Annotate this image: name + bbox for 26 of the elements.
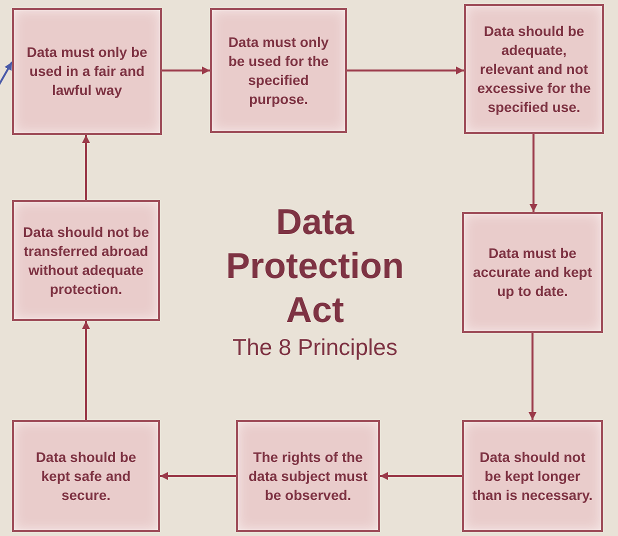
arrow [82,135,90,200]
principle-text: The rights of the data subject must be observed. [247,448,369,504]
arrow [82,321,90,420]
principle-box [12,8,162,135]
principle-text: Data should be kept safe and secure. [34,448,138,504]
principle-box [464,4,604,134]
arrow [530,134,538,212]
diagram-title: Data Protection Act [224,200,405,332]
arrow [380,472,462,480]
arrow [528,333,536,420]
principle-box [236,420,380,532]
principle-box [210,8,347,133]
principle-box [12,200,160,321]
subtitle: The 8 Principles [232,333,398,362]
principle-text: Data must only be used for the specified purpose. [227,32,330,108]
principle-box [462,420,603,532]
principle-text: Data should be adequate, relevant and not excessive for the specified use. [476,22,592,116]
principle-text: Data should not be transferred abroad without adequate protection. [22,222,150,298]
arrow [160,472,236,480]
arrow [162,66,210,74]
principle-text: Data must only be used in a fair and lawful way [26,43,148,100]
principle-box [12,420,160,532]
principle-box [462,212,603,333]
principle-text: Data must be accurate and kept up to date. [472,244,593,301]
principle-text: Data should not be kept longer than is necessary. [472,448,593,504]
arrow [347,66,464,74]
